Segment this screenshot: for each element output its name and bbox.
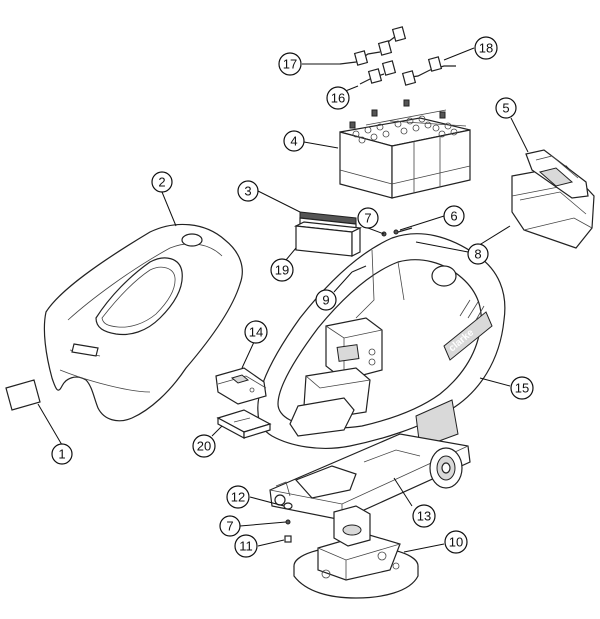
callout-1-label: 1	[58, 447, 65, 462]
callout-15: 15	[510, 376, 534, 400]
callout-3: 3	[237, 180, 259, 202]
callout-12: 12	[226, 485, 250, 509]
callout-8-label: 8	[474, 247, 481, 262]
part-top-cover	[43, 223, 243, 422]
part-switch-panel	[215, 367, 267, 405]
leader-lines	[37, 47, 529, 553]
callout-5: 5	[495, 97, 517, 119]
callout-7-top: 7	[357, 207, 379, 229]
callout-13: 13	[412, 504, 436, 528]
callout-14: 14	[244, 320, 268, 344]
callout-10: 10	[444, 530, 468, 554]
callout-11: 11	[234, 534, 258, 558]
part-filter-19	[293, 221, 363, 257]
callout-19: 19	[270, 258, 294, 282]
callout-2: 2	[151, 171, 173, 193]
callout-4: 4	[283, 130, 305, 152]
part-hardware	[283, 227, 413, 543]
callout-19-label: 19	[275, 263, 289, 278]
callout-11-label: 11	[239, 539, 253, 554]
callout-8: 8	[467, 243, 489, 265]
callout-9: 9	[315, 289, 337, 311]
callout-5-label: 5	[502, 101, 509, 116]
callout-17: 17	[278, 52, 302, 76]
part-chassis	[269, 433, 471, 521]
callout-16-label: 16	[331, 91, 345, 106]
callout-7-top-label: 7	[364, 211, 371, 226]
part-deck-10	[293, 505, 419, 599]
callout-1: 1	[51, 443, 73, 465]
part-pad-20	[216, 409, 272, 440]
part-batteries	[339, 99, 471, 199]
callout-18: 18	[474, 36, 498, 60]
part-cables	[339, 26, 456, 86]
callout-3-label: 3	[244, 184, 251, 199]
callout-20: 20	[192, 434, 216, 458]
callout-6-label: 6	[450, 209, 457, 224]
callout-13-label: 13	[417, 509, 431, 524]
part-decal-1	[5, 379, 41, 411]
callout-9-label: 9	[322, 293, 329, 308]
callout-2-label: 2	[158, 175, 165, 190]
callout-12-label: 12	[231, 490, 245, 505]
callout-10-label: 10	[449, 535, 463, 550]
callout-7-bottom: 7	[219, 515, 241, 537]
callout-20-label: 20	[197, 439, 211, 454]
callout-15-label: 15	[515, 381, 529, 396]
callout-4-label: 4	[290, 134, 297, 149]
part-main-body: clarke	[257, 233, 506, 449]
callout-14-label: 14	[249, 325, 263, 340]
callout-16: 16	[326, 86, 350, 110]
callout-7-bottom-label: 7	[226, 519, 233, 534]
callout-18-label: 18	[479, 41, 493, 56]
callout-17-label: 17	[283, 57, 297, 72]
callout-6: 6	[443, 205, 465, 227]
part-handle-console	[511, 149, 595, 249]
